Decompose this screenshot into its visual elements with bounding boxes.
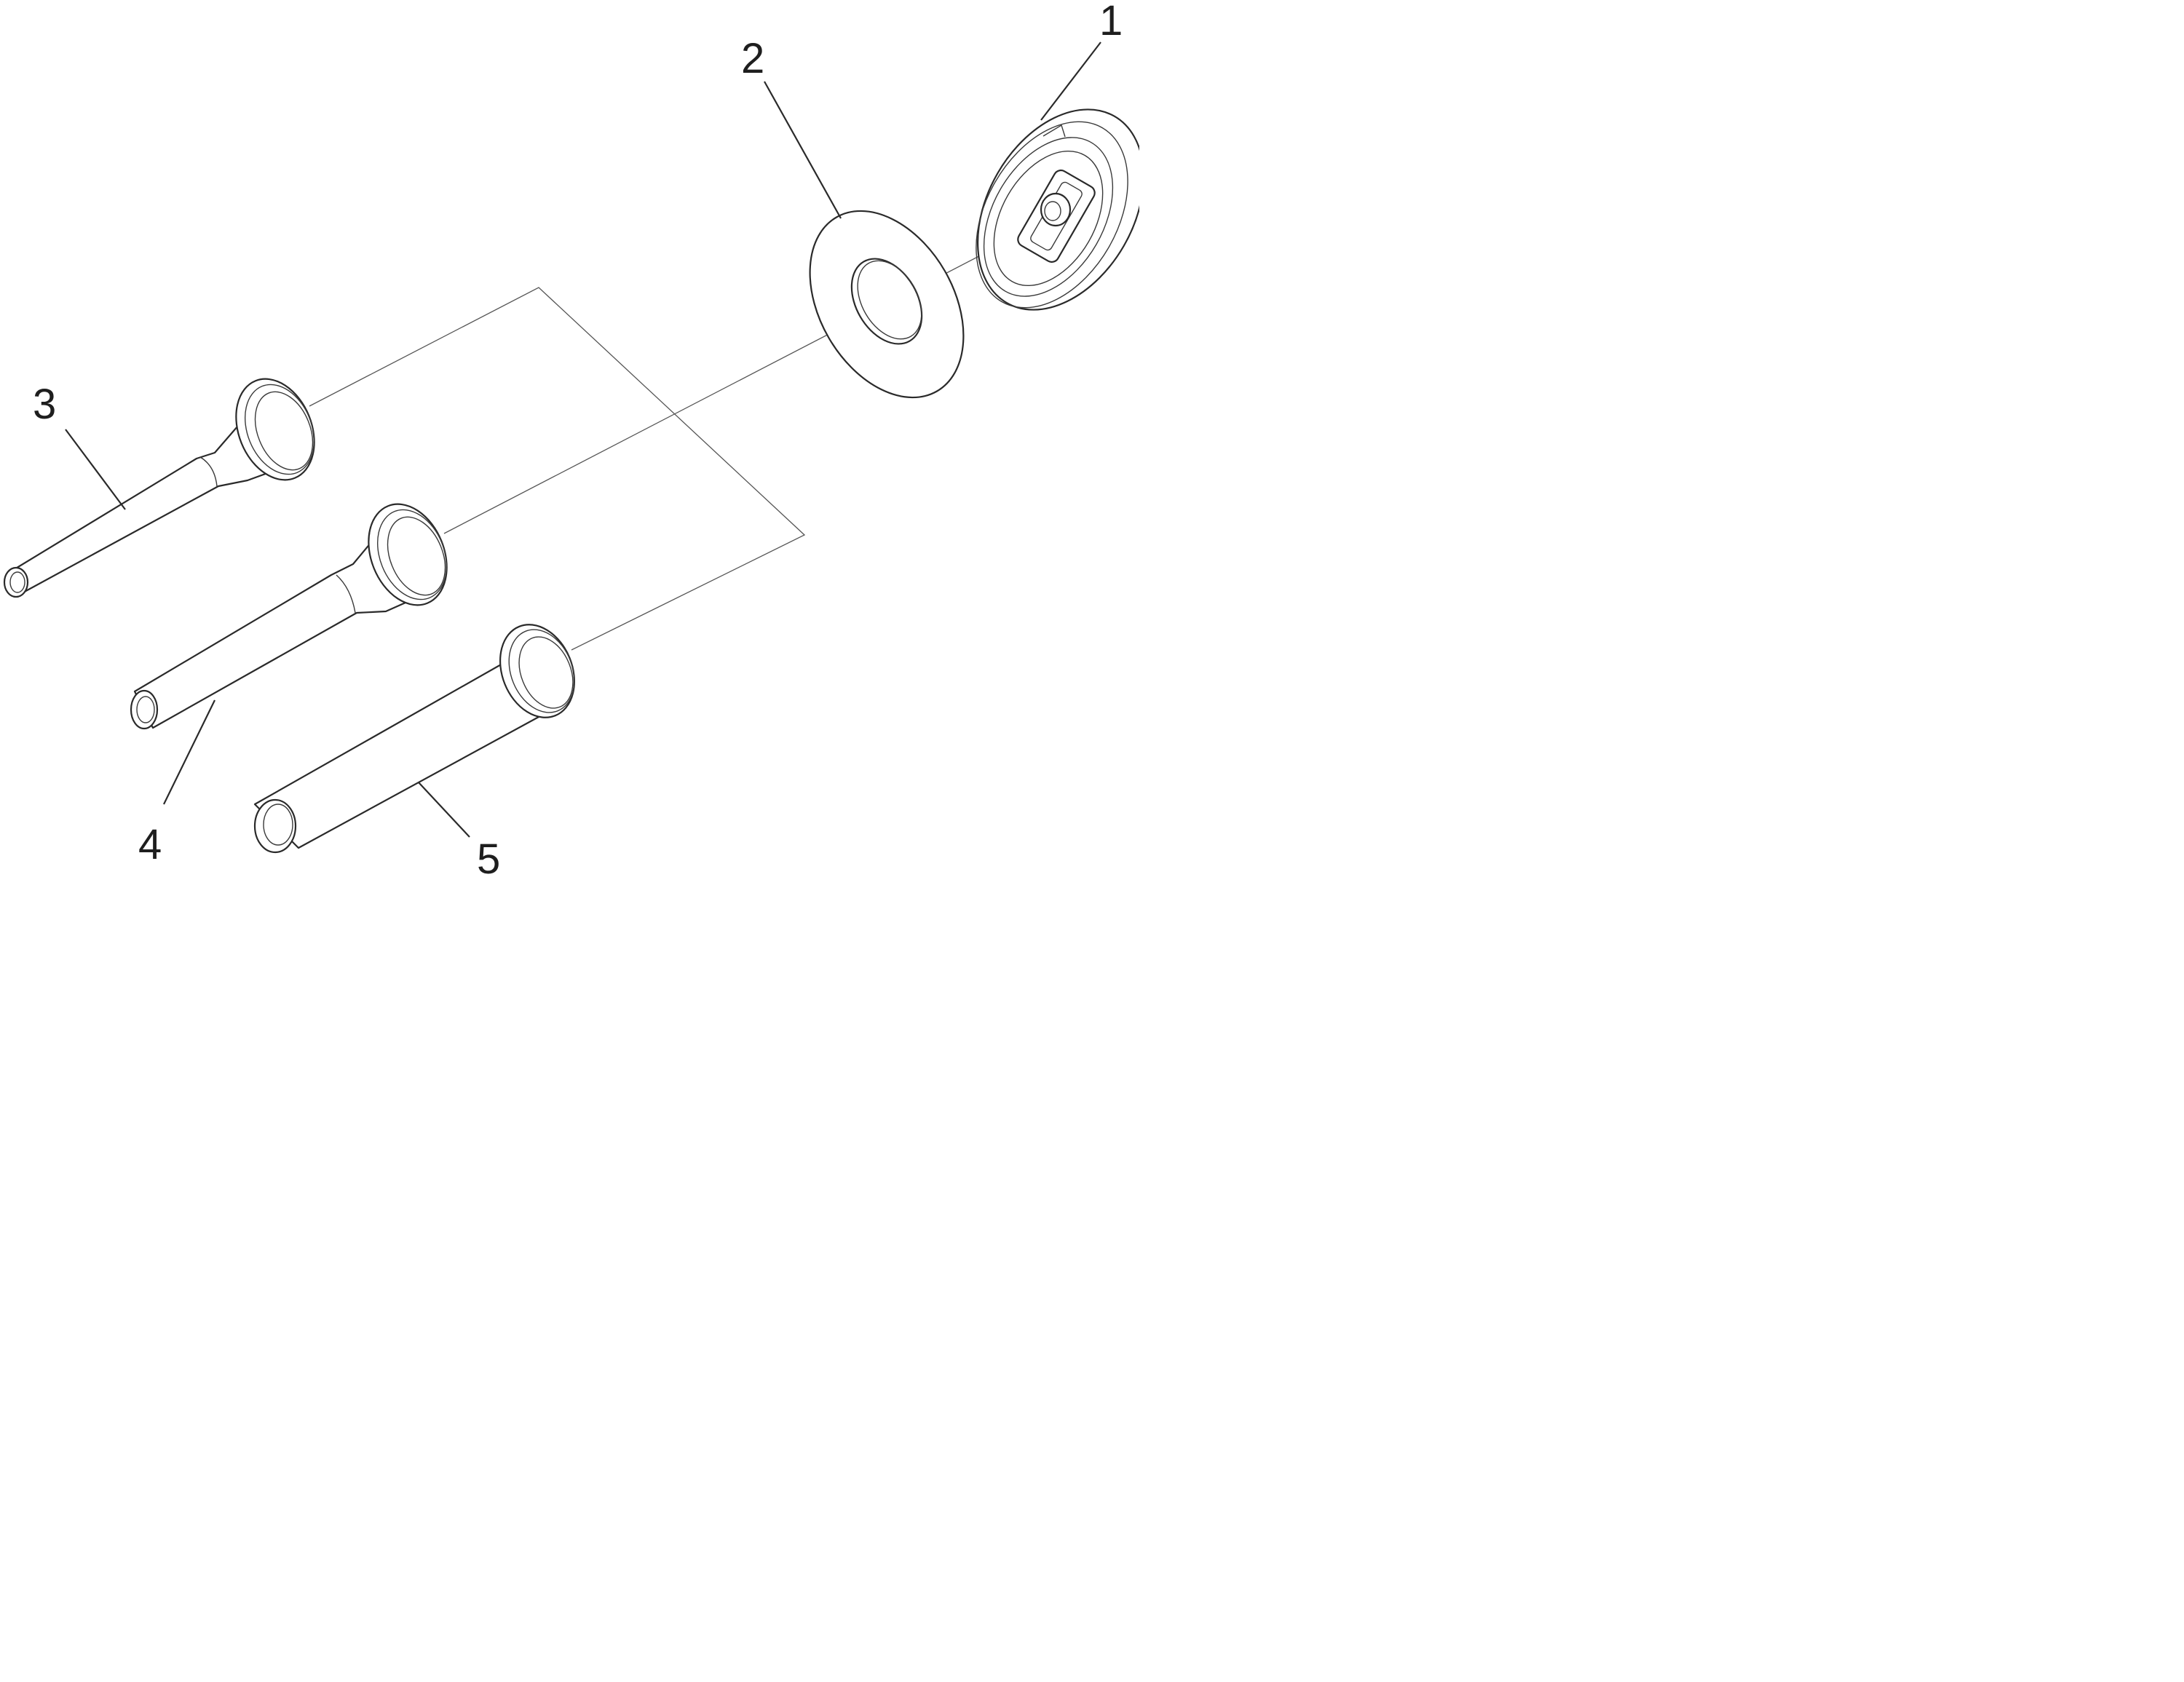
- part-2-washer: [809, 210, 965, 399]
- callout-number-3: 3: [33, 381, 56, 428]
- axis-line-main: [443, 218, 1053, 534]
- part-1-end-cap: [976, 108, 1139, 311]
- leader-line-2: [764, 81, 842, 219]
- assembly-axis-lines: [309, 218, 1053, 651]
- part-5-wide-nozzle: [253, 624, 576, 854]
- callout-number-2: 2: [741, 35, 764, 82]
- leader-line-5: [418, 782, 470, 838]
- part-3-narrow-nozzle: [3, 378, 315, 598]
- leader-lines: [65, 41, 1101, 838]
- callout-number-5: 5: [477, 836, 500, 877]
- callout-number-1: 1: [1099, 0, 1123, 44]
- axis-line-upper: [309, 287, 806, 651]
- callout-number-4: 4: [138, 821, 162, 868]
- exploded-parts-diagram: 1 2 3 4 5: [3, 0, 1139, 877]
- part-4-medium-nozzle: [130, 503, 448, 730]
- leader-line-3: [65, 429, 126, 510]
- leader-line-1: [1040, 41, 1101, 121]
- leader-line-4: [163, 699, 215, 805]
